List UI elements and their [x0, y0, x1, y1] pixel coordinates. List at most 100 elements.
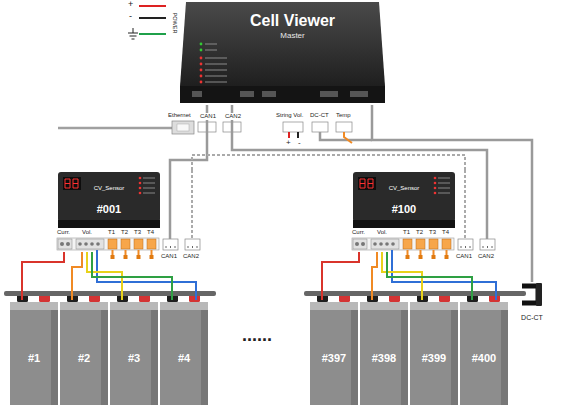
node-title: #2 [60, 352, 108, 364]
battery-illustration [60, 292, 108, 405]
drawing-part [200, 75, 203, 78]
sensor-module: CV_Sensor #100 [351, 170, 497, 252]
power-wire [139, 17, 166, 19]
drawing-part [205, 44, 227, 82]
temp-cable [344, 132, 352, 143]
front-port [192, 91, 202, 97]
battery-cell: #400 [460, 300, 508, 405]
negative-lead [297, 132, 299, 138]
battery-illustration [410, 292, 458, 405]
port-label: T2 [416, 229, 423, 236]
port-label: - [298, 139, 301, 148]
node-title: #4 [160, 352, 208, 364]
power-label: POWER [172, 8, 178, 38]
ct-connector [312, 122, 328, 132]
sensor-illustration [352, 172, 495, 259]
port-label: CAN2 [224, 113, 242, 120]
node-title: Cell Viewer [200, 12, 385, 30]
port-label: + [128, 0, 133, 10]
battery-illustration [160, 292, 208, 405]
sensor-module: CV_Sensor #001 [56, 170, 202, 252]
drawing-part [200, 49, 203, 52]
cable [372, 105, 532, 282]
port-label: CAN2 [183, 253, 199, 260]
drawing-part [200, 57, 203, 60]
positive-lead [288, 132, 290, 138]
master-leds [200, 43, 227, 84]
node-title: #3 [110, 352, 158, 364]
port-label: + [286, 139, 291, 148]
can-cable [169, 170, 172, 239]
can-cable [486, 170, 489, 239]
front-port [240, 91, 254, 97]
battery-illustration [310, 292, 358, 405]
drawing-part [200, 69, 203, 72]
cable [92, 252, 172, 300]
port-label: DC-CT [310, 112, 329, 119]
node-title: #1 [10, 352, 58, 364]
master-front [180, 86, 385, 103]
port-label: Curr. [352, 229, 365, 236]
node-title: CV_Sensor [372, 185, 436, 192]
port-label: - [129, 12, 132, 22]
node-subtitle: #001 [84, 203, 134, 215]
controller-box: Cell ViewerMaster [180, 0, 385, 105]
node-title: CV_Sensor [77, 185, 141, 192]
port-label: T4 [147, 229, 154, 236]
cable [322, 252, 359, 300]
battery-illustration [110, 292, 158, 405]
voltage-wire [97, 250, 196, 300]
port-label: T3 [134, 229, 141, 236]
port-label: CAN1 [161, 253, 177, 260]
port-label: T1 [403, 229, 410, 236]
port-label: T4 [442, 229, 449, 236]
node-title: DC-CT [506, 314, 558, 322]
drawing-part [200, 63, 203, 66]
battery-cell: #398 [360, 300, 408, 405]
battery-illustration [360, 292, 408, 405]
ct-clamp-body [536, 283, 542, 306]
ethernet-socket [177, 124, 189, 131]
cable [387, 252, 472, 300]
port-label: CAN1 [199, 113, 217, 120]
ground-symbol [128, 28, 138, 39]
ethernet-jack [172, 121, 194, 134]
front-port [350, 91, 368, 97]
port-label: T1 [108, 229, 115, 236]
node-title: #400 [460, 352, 508, 364]
port-label: T3 [429, 229, 436, 236]
port-label: Curr. [57, 229, 70, 236]
current-sensor: DC-CT [506, 282, 558, 328]
temp-connector [336, 122, 352, 132]
power-wire [139, 5, 166, 7]
node-subtitle: Master [200, 32, 385, 41]
ethernet-cable [58, 127, 172, 130]
port-label: CAN1 [456, 253, 472, 260]
master-top [180, 2, 385, 86]
sensor-illustration [57, 172, 200, 259]
node-subtitle: #100 [379, 203, 429, 215]
port-label: Ethernet [168, 112, 191, 119]
drawing-part [200, 43, 203, 46]
battery-cell: #2 [60, 300, 108, 405]
can-cable [464, 170, 466, 239]
ellipsis-mark: ...... [242, 326, 272, 346]
node-title: #398 [360, 352, 408, 364]
cable [72, 252, 82, 300]
ct-clamp [522, 286, 538, 303]
bus-bar [4, 291, 216, 296]
can-cable [191, 170, 193, 239]
node-title: #399 [410, 352, 458, 364]
drawing-part [200, 81, 203, 84]
battery-cell: #4 [160, 300, 208, 405]
power-wire [139, 33, 166, 35]
front-port [262, 91, 276, 97]
battery-cell: #3 [110, 300, 158, 405]
port-label: Temp [336, 112, 351, 119]
node-title: #397 [310, 352, 358, 364]
voltage-connector [283, 122, 303, 132]
